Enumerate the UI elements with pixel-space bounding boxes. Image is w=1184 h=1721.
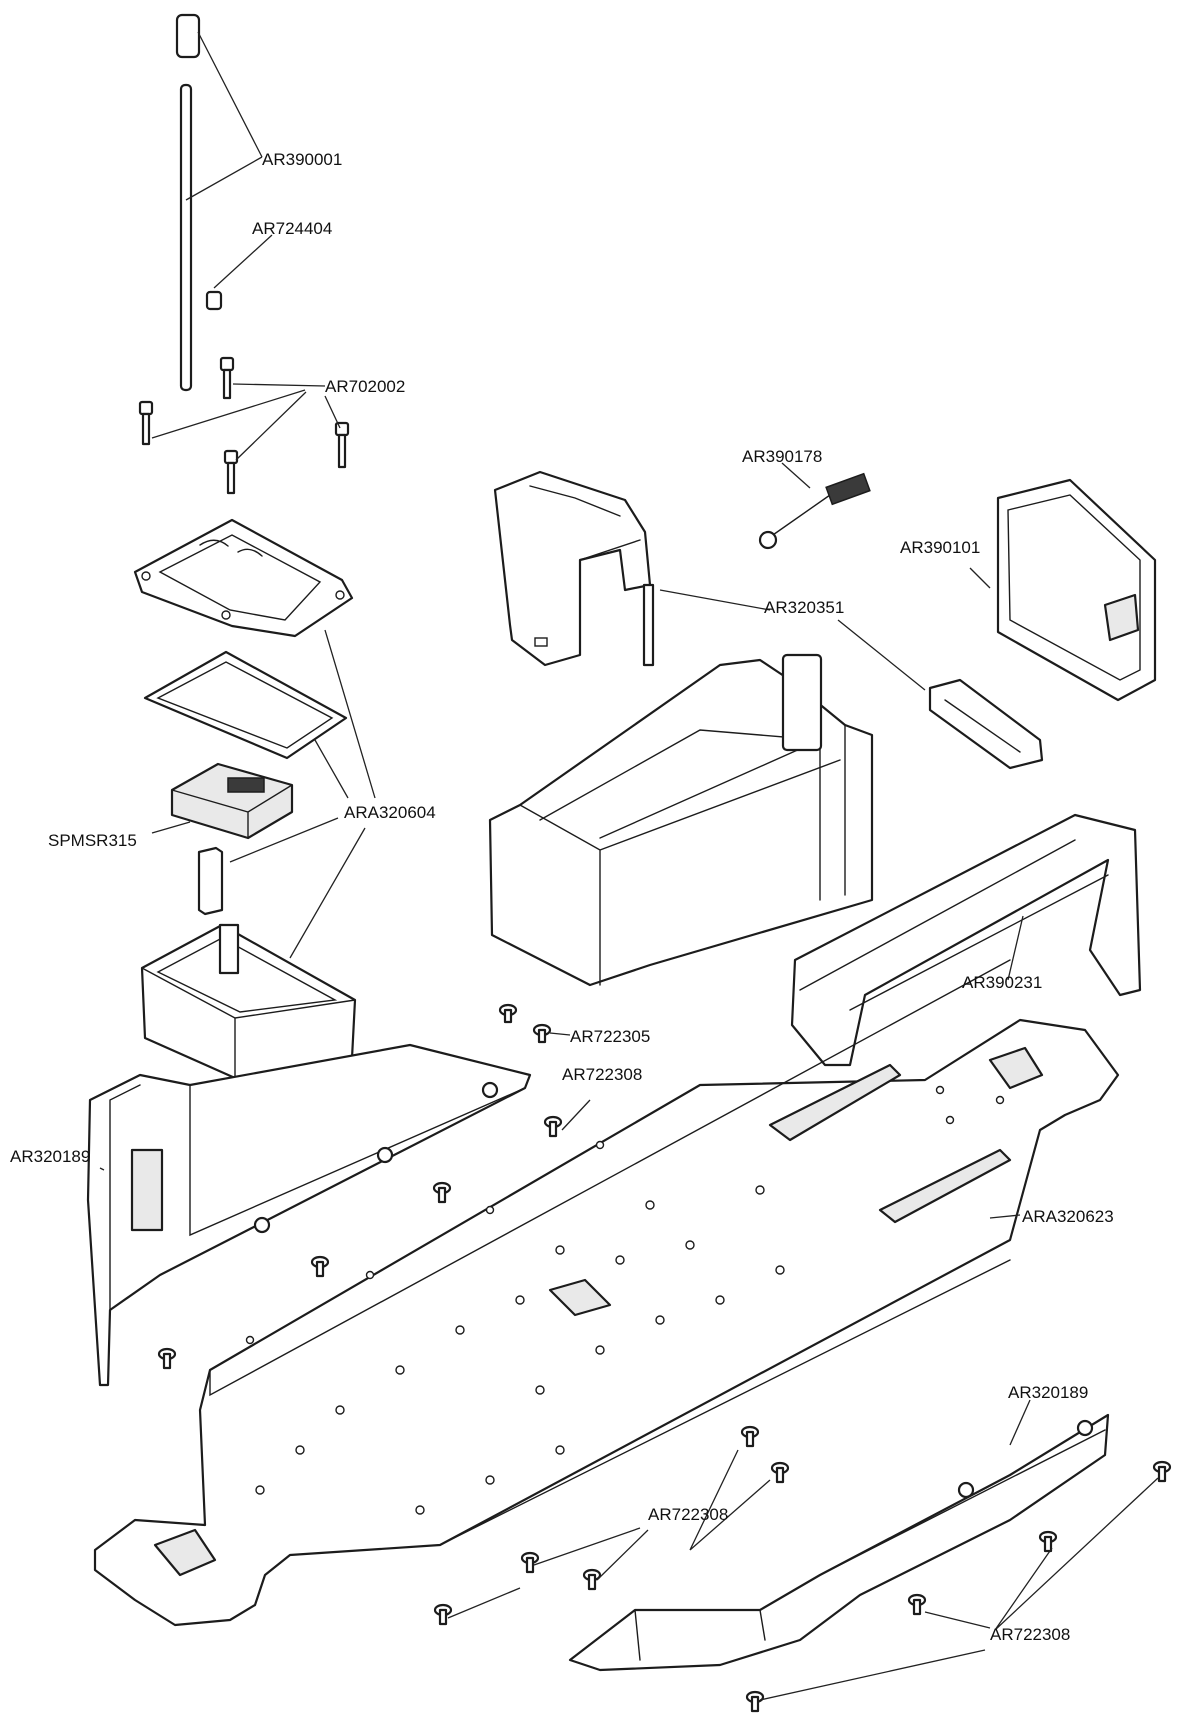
strap-clip-part	[928, 678, 1044, 770]
label-ar390001: AR390001	[262, 150, 342, 169]
battery-strap-part	[790, 813, 1142, 1067]
esc-mount-part	[493, 470, 655, 667]
label-ar390101: AR390101	[900, 538, 980, 557]
receiver-box-gasket-part	[143, 650, 348, 760]
label-ar722305: AR722305	[570, 1027, 650, 1046]
label-ar722308-mid: AR722308	[648, 1505, 728, 1524]
label-ar722308-bottom: AR722308	[990, 1625, 1070, 1644]
label-ar722308-top: AR722308	[562, 1065, 642, 1084]
antenna-nut-part	[205, 290, 223, 311]
receiver-part	[170, 762, 294, 840]
receiver-box-base-part	[140, 923, 357, 1080]
battery-tray-part	[488, 653, 874, 987]
flat-screw-part	[157, 1003, 1172, 1713]
label-ar390178: AR390178	[742, 447, 822, 466]
screw-part	[138, 356, 350, 495]
switch-part	[758, 472, 871, 550]
right-side-guard-part	[568, 1413, 1110, 1672]
label-ar320189-right: AR320189	[1008, 1383, 1088, 1402]
label-ar320189-left: AR320189	[10, 1147, 90, 1166]
label-ara320604: ARA320604	[344, 803, 436, 822]
battery-box-part	[996, 478, 1157, 702]
label-ar390231: AR390231	[962, 973, 1042, 992]
label-ar724404: AR724404	[252, 219, 332, 238]
antenna-tube-part	[175, 13, 201, 392]
leader-lines	[99, 31, 1159, 1701]
left-side-guard-part	[86, 1043, 532, 1387]
callout-labels: AR390001 AR724404 AR702002 AR390178 AR39…	[10, 150, 1114, 1644]
receiver-box-lid-part	[133, 518, 354, 638]
foam-block-part	[197, 846, 224, 916]
label-ar702002: AR702002	[325, 377, 405, 396]
label-ara320623: ARA320623	[1022, 1207, 1114, 1226]
label-spmsr315: SPMSR315	[48, 831, 137, 850]
chassis-plate-part	[93, 959, 1120, 1627]
label-ar320351: AR320351	[764, 598, 844, 617]
